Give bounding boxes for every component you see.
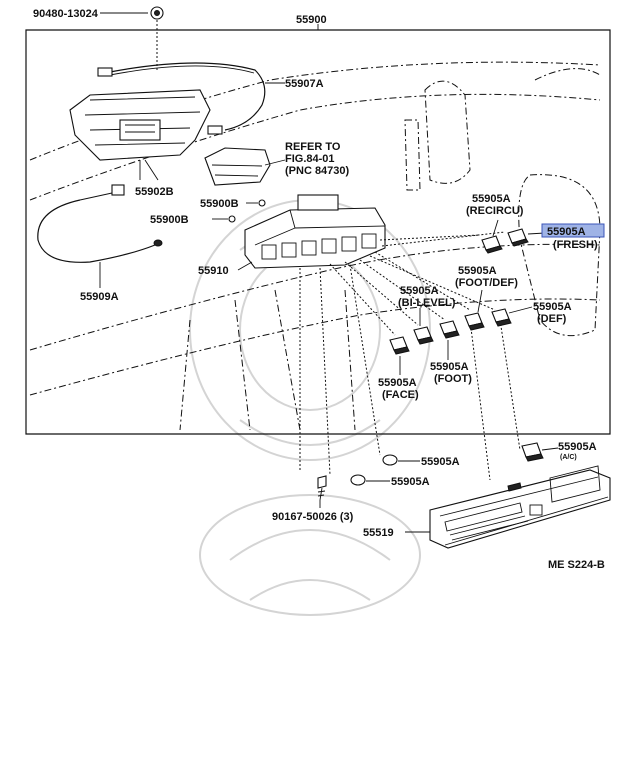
label-55900: 55900 xyxy=(296,14,327,26)
blower-switch-bracket xyxy=(204,147,286,186)
diagram-code: ME S224-B xyxy=(548,559,605,571)
cable-55907A xyxy=(97,62,285,135)
label-refer-1: REFER TO xyxy=(285,141,341,153)
highlight-fresh xyxy=(541,223,605,238)
label-face: (FACE) xyxy=(382,389,419,401)
label-55900B-b: 55900B xyxy=(150,214,189,226)
button-face xyxy=(389,336,410,355)
bezel-55519 xyxy=(405,465,611,549)
cable-55909A xyxy=(37,184,163,288)
label-face-num: 55905A xyxy=(378,377,417,389)
control-unit-55910 xyxy=(237,194,386,271)
label-recircu-num: 55905A xyxy=(472,193,511,205)
label-def-num: 55905A xyxy=(533,301,572,313)
button-fresh xyxy=(507,228,529,247)
label-55907A: 55907A xyxy=(285,78,324,90)
knob-2 xyxy=(350,474,390,486)
label-fresh: (FRESH) xyxy=(553,239,598,251)
label-55900B-a: 55900B xyxy=(200,198,239,210)
label-90480: 90480-13024 xyxy=(33,8,99,20)
button-bi-level xyxy=(413,326,434,345)
label-footdef: (FOOT/DEF) xyxy=(455,277,518,289)
screw-90167 xyxy=(317,475,327,508)
button-def xyxy=(491,308,512,327)
knob-1 xyxy=(382,454,420,466)
screw-55900B-a xyxy=(246,199,266,207)
button-ac xyxy=(521,442,559,462)
label-knob1-num: 55905A xyxy=(421,456,460,468)
label-55909A: 55909A xyxy=(80,291,119,303)
leader-lines xyxy=(299,231,521,481)
dashboard-outline xyxy=(29,61,601,431)
label-knob2-num: 55905A xyxy=(391,476,430,488)
screw-55900B-b xyxy=(212,215,236,223)
control-assy-55902B xyxy=(69,89,211,181)
diagram-frame xyxy=(25,29,611,435)
label-recircu: (RECIRCU) xyxy=(466,205,524,217)
label-fresh-num: 55905A xyxy=(547,226,586,238)
label-foot: (FOOT) xyxy=(434,373,472,385)
button-foot-def xyxy=(464,312,485,331)
label-ac: (A/C) xyxy=(560,454,577,461)
label-bilevel-num: 55905A xyxy=(400,285,439,297)
button-recircu xyxy=(481,235,503,254)
label-foot-num: 55905A xyxy=(430,361,469,373)
label-refer-3: (PNC 84730) xyxy=(285,165,350,177)
label-bilevel: (BI-LEVEL) xyxy=(398,297,456,309)
label-55519: 55519 xyxy=(363,527,394,539)
label-screw: 90167-50026 (3) xyxy=(272,511,354,523)
label-ac-num: 55905A xyxy=(558,441,597,453)
label-refer-2: FIG.84-01 xyxy=(285,153,335,165)
label-def: (DEF) xyxy=(537,313,567,325)
label-footdef-num: 55905A xyxy=(458,265,497,277)
label-55910: 55910 xyxy=(198,265,229,277)
nut-90480 xyxy=(100,6,164,70)
label-55902B: 55902B xyxy=(135,186,174,198)
button-foot xyxy=(439,320,460,339)
